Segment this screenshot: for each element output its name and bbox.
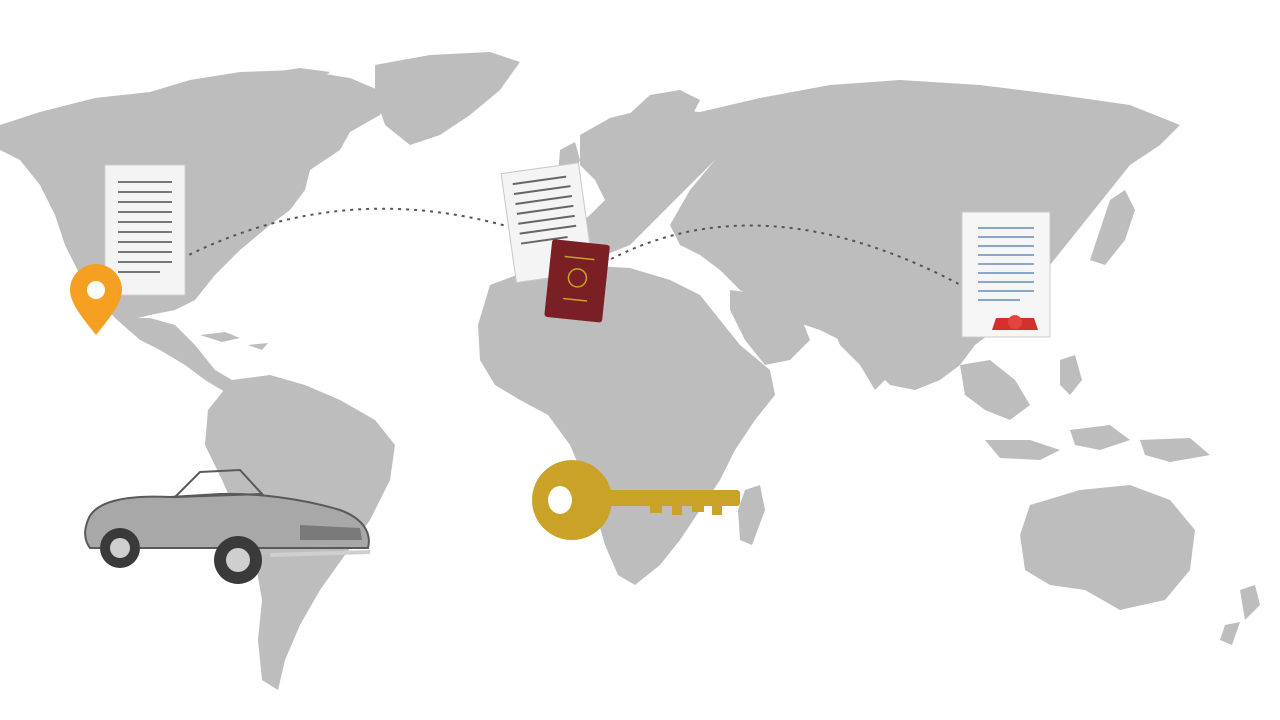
wax-seal-icon	[992, 315, 1038, 330]
arabia	[730, 290, 810, 365]
document-icon	[104, 164, 186, 296]
location-pin-icon	[70, 264, 122, 335]
world-map	[0, 52, 1260, 690]
europe	[570, 108, 720, 255]
greenland	[375, 52, 520, 145]
passport-icon	[544, 239, 610, 323]
australia	[1020, 485, 1195, 610]
caribbean	[200, 332, 268, 350]
arctic-islands	[170, 68, 340, 112]
certificate-icon	[961, 211, 1051, 338]
car-icon	[84, 468, 371, 584]
asia	[670, 80, 1180, 390]
madagascar	[738, 485, 765, 545]
india	[830, 318, 905, 390]
indonesia	[985, 425, 1210, 462]
north-america	[0, 70, 390, 320]
scandinavia	[625, 90, 700, 150]
philippines	[1060, 355, 1082, 395]
southeast-asia	[960, 360, 1030, 420]
dotted-route	[174, 207, 971, 291]
new-zealand	[1220, 585, 1260, 645]
central-america	[115, 318, 232, 392]
japan	[1090, 190, 1135, 265]
key-icon	[532, 460, 740, 540]
